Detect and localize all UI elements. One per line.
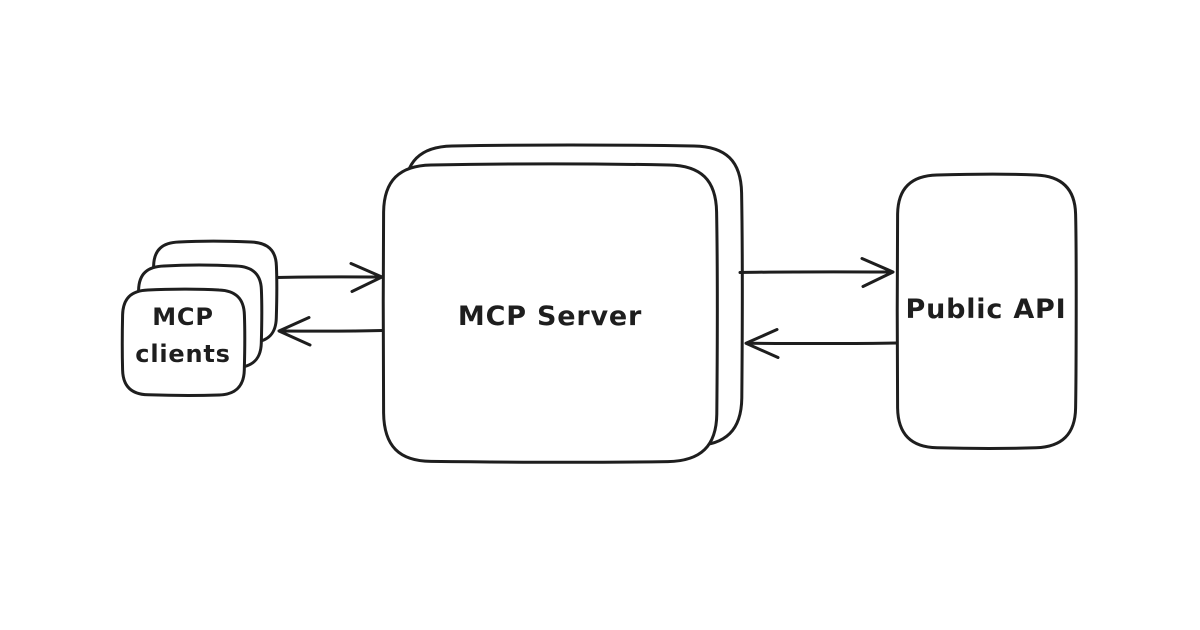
arrow-server-to-api-head: [860, 257, 895, 288]
node-public-api: Public API: [895, 172, 1078, 450]
public-api-box: [895, 172, 1078, 450]
arrow-clients-to-server: [275, 262, 384, 293]
mcp-server-box-front: [381, 162, 719, 464]
arrow-api-to-server: [744, 328, 899, 359]
arrow-server-to-clients-head: [277, 316, 312, 347]
node-mcp-clients: MCP clients: [120, 239, 279, 397]
mcp-server-label: MCP Server: [458, 301, 642, 332]
arrow-api-to-server-line: [746, 341, 899, 346]
mcp-clients-label-line2: clients: [135, 340, 230, 368]
arrow-clients-to-server-head: [349, 262, 384, 293]
arrow-server-to-api-line: [738, 270, 894, 274]
arrow-server-to-clients: [277, 316, 385, 347]
node-mcp-server: MCP Server: [381, 143, 744, 464]
arrow-api-to-server-head: [744, 328, 780, 359]
mcp-clients-label-line1: MCP: [152, 303, 214, 331]
public-api-label: Public API: [906, 294, 1067, 325]
arrow-server-to-api: [738, 257, 895, 288]
mcp-clients-card-front: [120, 287, 247, 397]
arrow-clients-to-server-line: [275, 275, 383, 279]
arrow-server-to-clients-line: [278, 329, 385, 333]
